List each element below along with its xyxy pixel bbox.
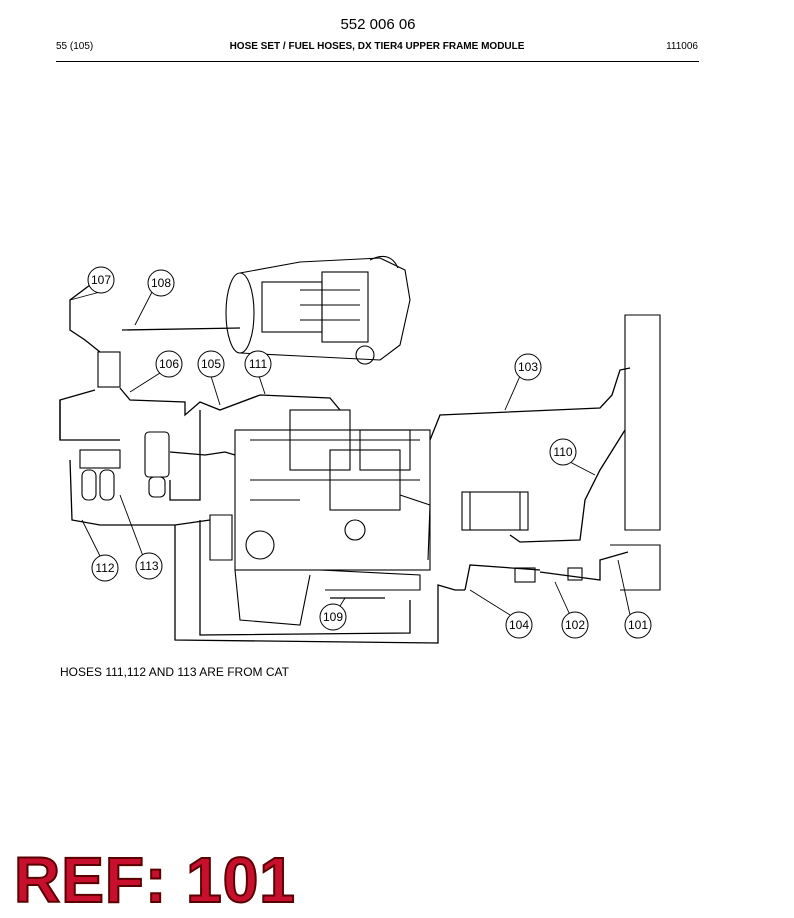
svg-text:110: 110 (553, 445, 572, 459)
svg-text:107: 107 (91, 273, 111, 287)
svg-text:104: 104 (509, 618, 529, 632)
svg-text:103: 103 (518, 360, 538, 374)
hose-note: HOSES 111,112 AND 113 ARE FROM CAT (60, 665, 289, 679)
fuel-filters (79, 351, 170, 501)
callout-112: 112 (91, 554, 119, 582)
main-engine-block (209, 409, 431, 626)
callout-109: 109 (319, 603, 347, 631)
ref-label: REF: 101 (13, 844, 296, 916)
callout-105: 105 (197, 350, 225, 378)
callout-leaders (69, 291, 631, 616)
hose-routes (59, 284, 631, 644)
callout-103: 103 (514, 353, 542, 381)
svg-text:111: 111 (249, 357, 268, 371)
svg-text:113: 113 (139, 559, 158, 573)
svg-text:112: 112 (95, 561, 114, 575)
svg-text:108: 108 (151, 276, 171, 290)
callout-110: 110 (549, 438, 577, 466)
callout-104: 104 (505, 611, 533, 639)
callout-102: 102 (561, 611, 589, 639)
svg-text:101: 101 (628, 618, 648, 632)
fuel-cooler (461, 314, 661, 591)
header-rule (56, 61, 699, 62)
callout-111: 111 (244, 350, 272, 378)
svg-text:105: 105 (201, 357, 221, 371)
page-number: 55 (105) (56, 41, 94, 52)
callout-107: 107 (87, 266, 115, 294)
svg-text:102: 102 (565, 618, 585, 632)
callout-108: 108 (147, 269, 175, 297)
callout-101: 101 (624, 611, 652, 639)
svg-text:109: 109 (323, 610, 343, 624)
callout-106: 106 (155, 350, 183, 378)
page-title: HOSE SET / FUEL HOSES, DX TIER4 UPPER FR… (229, 41, 525, 52)
upper-engine-assembly (225, 255, 411, 365)
svg-text:106: 106 (159, 357, 179, 371)
date-code: 111006 (666, 41, 698, 52)
callout-113: 113 (135, 552, 163, 580)
doc-number: 552 006 06 (340, 16, 416, 33)
